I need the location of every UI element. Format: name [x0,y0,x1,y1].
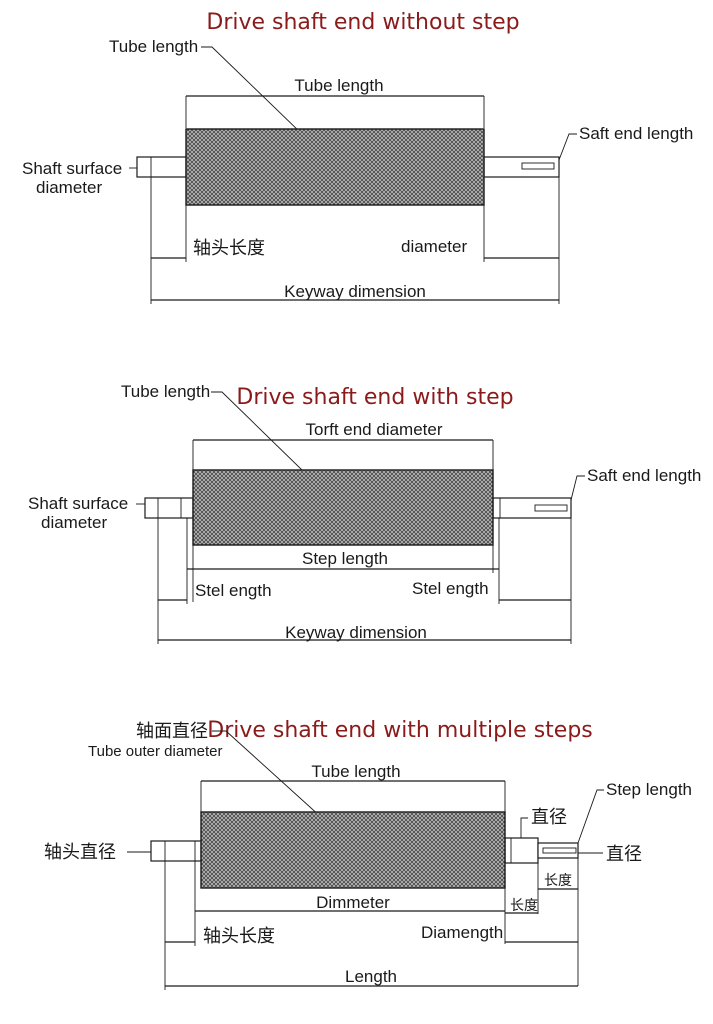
mid-dim-label: Dimmeter [316,893,390,912]
length-label-small-2: 长度 [510,898,538,914]
left-dim-label: 轴头长度 [193,238,265,259]
knurled-tube [192,469,494,546]
step-length-label: Step length [606,780,692,799]
right-step-2 [537,842,579,859]
shaft-head-diameter-label: 轴头直径 [44,842,116,863]
tube-leader-line [201,46,334,165]
right-dim-label: Diamength [421,923,503,942]
right-leader-line [558,133,577,161]
diagram-title: Drive shaft end with multiple steps [207,718,593,743]
diagram-title: Drive shaft end with step [236,385,513,410]
left-shaft [150,840,202,862]
diagram-with-step: Drive shaft end with step Tube length To… [28,382,701,644]
saft-end-length-label: Saft end length [579,124,693,143]
diameter-label-1: 直径 [531,807,567,828]
diagram-title: Drive shaft end without step [206,10,519,35]
right-leader-line [577,789,604,844]
bottom-dim-label: Keyway dimension [285,623,427,642]
bottom-dim-label: Length [345,967,397,986]
step-length-label: Step length [302,549,388,568]
diagram-multiple-steps: Drive shaft end with multiple steps 轴面直径… [44,718,692,990]
shaft-surface-label-line1: Shaft surface [28,494,128,513]
right-dim-label: diameter [401,237,467,256]
keyway-slot [534,504,568,512]
shaft-surface-label-line2: diameter [36,178,102,197]
knurled-tube [185,128,485,206]
tube-length-leader-label: Tube length [121,382,210,401]
saft-end-length-label: Saft end length [587,466,701,485]
left-dim-label: 轴头长度 [203,926,275,947]
top-dim-label: Tube length [294,76,383,95]
right-shaft [492,497,572,519]
top-dim-label: Torft end diameter [305,420,442,439]
shaft-face-diameter-label: 轴面直径 [136,721,208,742]
tube-leader-line [212,730,354,847]
knurled-tube [200,811,506,889]
tube-length-leader-label: Tube length [109,37,198,56]
keyway-slot [521,162,555,170]
keyway-slot [542,847,577,854]
right-shaft [483,156,560,178]
tube-outer-diameter-label: Tube outer diameter [88,743,223,760]
shaft-surface-label-line1: Shaft surface [22,159,122,178]
diameter-label-2: 直径 [606,844,642,865]
left-shaft [144,497,194,519]
diameter-leader-1 [520,817,528,838]
right-leader-line [570,475,585,501]
right-step-1 [504,837,539,864]
diagram-no-step: Drive shaft end without step Tube length… [22,10,693,304]
shaft-surface-label-line2: diameter [41,513,107,532]
left-shaft [136,156,187,178]
left-dim-label: Stel ength [195,581,272,600]
top-dim-label: Tube length [311,762,400,781]
length-label-small-1: 长度 [544,873,572,889]
right-dim-label: Stel ength [412,579,489,598]
bottom-dim-label: Keyway dimension [284,282,426,301]
